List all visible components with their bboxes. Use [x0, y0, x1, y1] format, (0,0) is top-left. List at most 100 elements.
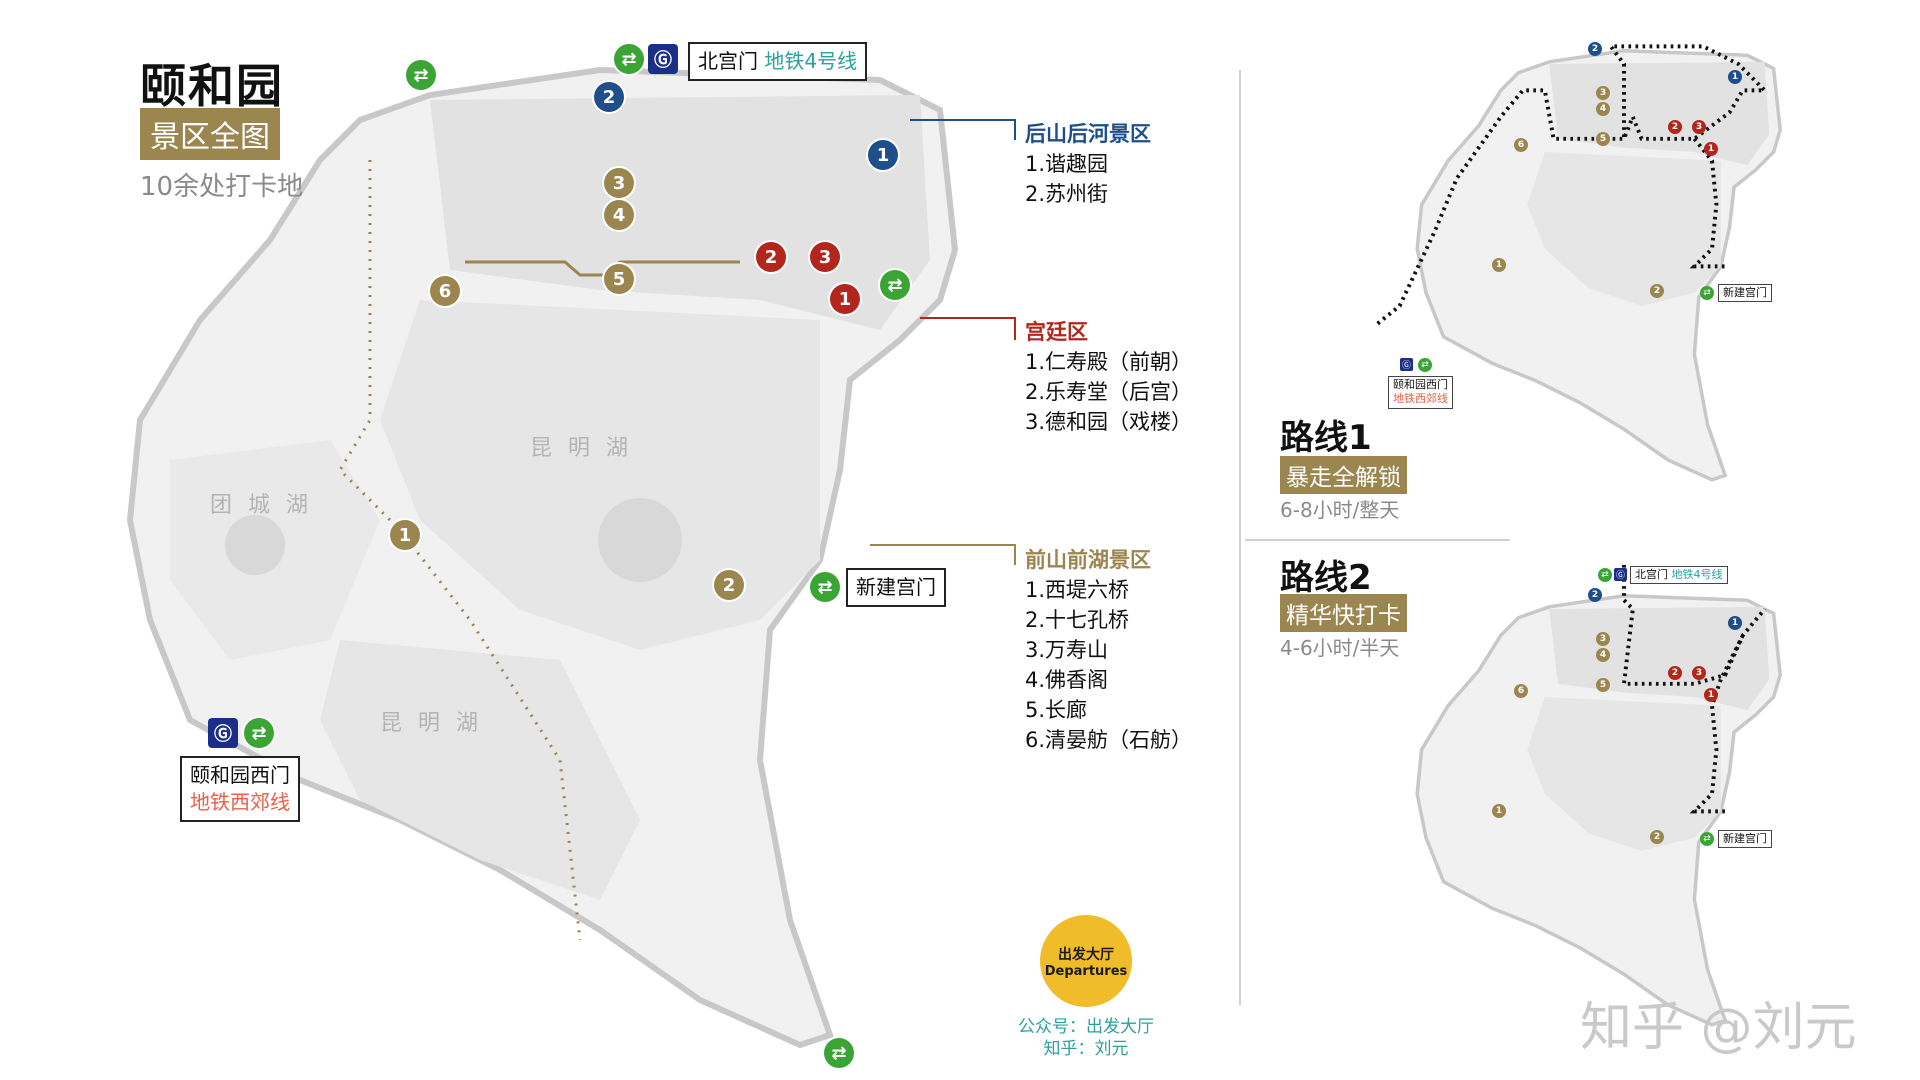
- mini2-marker-red-1: 1: [1704, 688, 1718, 702]
- legend-qianshan-item: 6.清晏舫（石舫）: [1025, 728, 1193, 752]
- mini2-marker-blue-2: 2: [1588, 588, 1602, 602]
- lake-label-kunming-south: 昆明湖: [380, 711, 495, 736]
- page-note: 10余处打卡地: [140, 172, 304, 202]
- route-1-tag: 暴走全解锁: [1280, 456, 1407, 494]
- credit-zhihu: 知乎：刘元: [1043, 1039, 1129, 1059]
- legend-qianshan-item: 2.十七孔桥: [1025, 608, 1130, 632]
- leader-qianshan: [870, 544, 1016, 565]
- route-1-path: [1376, 44, 1770, 326]
- metro-icon: Ⓖ: [1614, 568, 1627, 581]
- legend-gongting-item: 2.乐寿堂（后宫）: [1025, 380, 1193, 404]
- mini2-north-gate-name: 北宫门: [1635, 568, 1668, 581]
- legend-houshan-title: 后山后河景区: [1025, 122, 1151, 146]
- mini1-west-gate: 颐和园西门 地铁西郊线: [1388, 376, 1453, 409]
- legend-houshan-item: 2.苏州街: [1025, 182, 1109, 206]
- watermark: 知乎 @刘元: [1580, 998, 1857, 1058]
- legend-qianshan-item: 1.西堤六桥: [1025, 578, 1130, 602]
- mini2-xinjian: 新建宫门: [1718, 830, 1772, 849]
- transfer-icon: ⇄: [1700, 832, 1714, 846]
- transfer-icon: ⇄: [880, 270, 910, 300]
- leader-houshan: [910, 119, 1016, 140]
- marker-red-3[interactable]: 3: [810, 242, 840, 272]
- transfer-icon: ⇄: [1598, 568, 1612, 582]
- brand-cn: 出发大厅: [1058, 946, 1114, 963]
- mini1-marker-gold-3: 3: [1596, 86, 1610, 100]
- mini1-marker-gold-1: 1: [1492, 258, 1506, 272]
- mini1-marker-gold-2: 2: [1650, 284, 1664, 298]
- mini2-marker-gold-4: 4: [1596, 648, 1610, 662]
- south-lake: [320, 640, 640, 900]
- mini1-marker-red-2: 2: [1668, 120, 1682, 134]
- mini1-west-gate-name: 颐和园西门: [1393, 378, 1448, 391]
- transfer-icon: ⇄: [244, 718, 274, 748]
- legend-houshan-item: 1.谐趣园: [1025, 152, 1109, 176]
- wanshou-hill-area: [430, 95, 930, 330]
- marker-gold-6[interactable]: 6: [430, 276, 460, 306]
- legend-gongting-item: 3.德和园（戏楼）: [1025, 410, 1193, 434]
- mini1-west-gate-line: 地铁西郊线: [1393, 392, 1448, 406]
- marker-blue-2[interactable]: 2: [594, 82, 624, 112]
- credit-wechat: 公众号：出发大厅: [1018, 1017, 1154, 1037]
- kunming-lake: [380, 300, 820, 650]
- gate-west-line: 地铁西郊线: [190, 790, 290, 814]
- mini2-marker-gold-6: 6: [1514, 684, 1528, 698]
- transfer-icon: ⇄: [406, 60, 436, 90]
- page-title: 颐和园: [140, 59, 284, 113]
- route-1-title: 路线1: [1280, 418, 1372, 458]
- marker-red-2[interactable]: 2: [756, 242, 786, 272]
- mini2-marker-gold-1: 1: [1492, 804, 1506, 818]
- mini1-marker-blue-2: 2: [1588, 42, 1602, 56]
- departures-logo: 出发大厅 Departures: [1040, 915, 1132, 1007]
- transfer-icon: ⇄: [824, 1038, 854, 1068]
- marker-red-1[interactable]: 1: [830, 284, 860, 314]
- legend-qianshan-item: 5.长廊: [1025, 698, 1088, 722]
- transfer-icon: ⇄: [1700, 286, 1714, 300]
- transfer-icon: ⇄: [1418, 358, 1432, 372]
- gate-north-line: 地铁4号线: [764, 49, 858, 73]
- legend-qianshan-item: 4.佛香阁: [1025, 668, 1109, 692]
- route-2-title: 路线2: [1280, 558, 1372, 598]
- tuancheng-island: [225, 515, 285, 575]
- legend-gongting-title: 宫廷区: [1025, 320, 1088, 344]
- mini1-marker-gold-6: 6: [1514, 138, 1528, 152]
- long-corridor-line: [465, 260, 740, 277]
- mini2-marker-red-2: 2: [1668, 666, 1682, 680]
- marker-blue-1[interactable]: 1: [868, 140, 898, 170]
- route-2-tag: 精华快打卡: [1280, 594, 1407, 632]
- lake-label-kunming: 昆明湖: [530, 436, 645, 461]
- metro-icon: Ⓖ: [208, 718, 238, 748]
- marker-gold-1[interactable]: 1: [390, 520, 420, 550]
- mini2-north-gate-line: 地铁4号线: [1671, 568, 1723, 581]
- mini2-marker-red-3: 3: [1692, 666, 1706, 680]
- legend-qianshan-item: 3.万寿山: [1025, 638, 1109, 662]
- brand-en: Departures: [1044, 963, 1128, 979]
- marker-gold-3[interactable]: 3: [604, 168, 634, 198]
- metro-icon: Ⓖ: [648, 44, 678, 74]
- mini1-marker-gold-4: 4: [1596, 102, 1610, 116]
- nanhu-island: [598, 498, 682, 582]
- mini2-north-gate: 北宫门 地铁4号线: [1630, 566, 1728, 585]
- route-2-path: [1621, 565, 1767, 814]
- lake-label-tuancheng: 团城湖: [210, 493, 325, 518]
- legend-qianshan-title: 前山前湖景区: [1025, 548, 1151, 572]
- mini2-marker-gold-2: 2: [1650, 830, 1664, 844]
- route-1-time: 6-8小时/整天: [1280, 498, 1400, 522]
- mini1-marker-red-3: 3: [1692, 120, 1706, 134]
- mini1-marker-blue-1: 1: [1728, 70, 1742, 84]
- gate-north-name: 北宫门: [698, 49, 758, 73]
- gate-west-label[interactable]: 颐和园西门 地铁西郊线: [180, 756, 300, 822]
- mini1-marker-red-1: 1: [1704, 142, 1718, 156]
- gate-xinjian-name: 新建宫门: [856, 575, 936, 599]
- gate-xinjian-label[interactable]: 新建宫门: [846, 568, 946, 607]
- transfer-icon: ⇄: [810, 572, 840, 602]
- legend-gongting-item: 1.仁寿殿（前朝）: [1025, 350, 1193, 374]
- mini1-marker-gold-5: 5: [1596, 132, 1610, 146]
- gate-west-name: 颐和园西门: [190, 763, 290, 787]
- page-subtitle: 景区全图: [140, 108, 280, 160]
- mini2-marker-gold-5: 5: [1596, 678, 1610, 692]
- marker-gold-5[interactable]: 5: [604, 264, 634, 294]
- marker-gold-2[interactable]: 2: [714, 570, 744, 600]
- metro-icon: Ⓖ: [1400, 358, 1413, 371]
- marker-gold-4[interactable]: 4: [604, 200, 634, 230]
- gate-north-label[interactable]: 北宫门 地铁4号线: [688, 42, 868, 81]
